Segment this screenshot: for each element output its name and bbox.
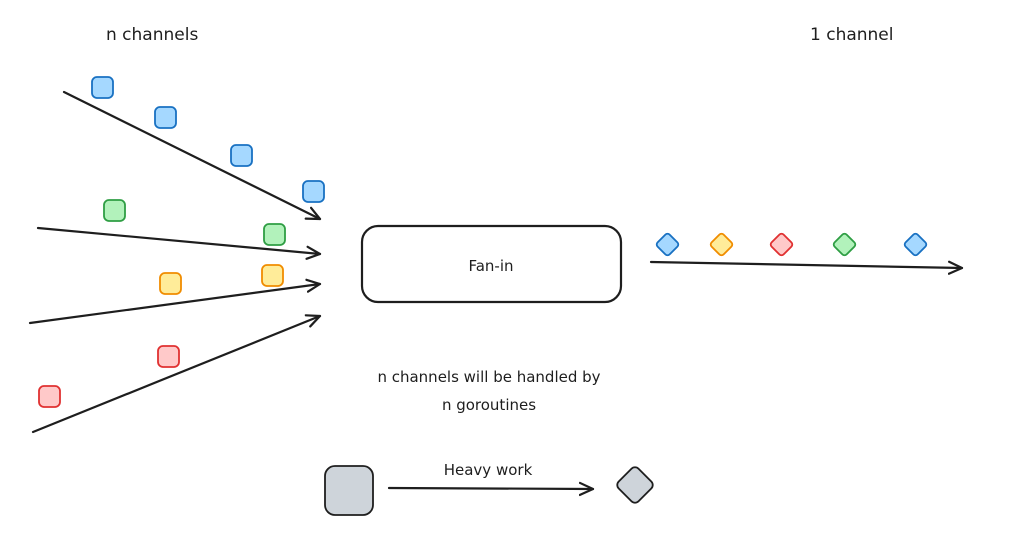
message-diamond-icon xyxy=(832,232,857,257)
message-diamond-icon xyxy=(655,232,680,257)
channel-3-messages xyxy=(159,264,284,295)
note-line-2: n goroutines xyxy=(442,396,536,414)
message-square-icon xyxy=(263,223,286,246)
channel-2-messages xyxy=(103,199,286,246)
input-arrow-channel-1 xyxy=(62,90,322,221)
message-square-icon xyxy=(91,76,114,99)
gray-square-icon xyxy=(324,465,374,516)
output-arrow xyxy=(649,262,964,268)
note-line-1: n channels will be handled by xyxy=(377,368,600,386)
input-arrow-channel-3 xyxy=(28,284,322,325)
message-diamond-icon xyxy=(903,232,928,257)
output-heading: 1 channel xyxy=(810,25,894,45)
message-square-icon xyxy=(157,345,180,368)
message-square-icon xyxy=(154,106,177,129)
fan-in-label: Fan-in xyxy=(468,257,513,275)
message-square-icon xyxy=(103,199,126,222)
legend: Heavy work xyxy=(324,461,654,516)
channel-4-messages xyxy=(38,345,180,408)
message-square-icon xyxy=(38,385,61,408)
legend-label: Heavy work xyxy=(444,461,533,479)
legend-arrow xyxy=(387,488,595,489)
message-diamond-icon xyxy=(709,232,734,257)
message-diamond-icon xyxy=(769,232,794,257)
output-messages xyxy=(655,232,928,257)
fan-in-box xyxy=(360,224,623,304)
gray-diamond-icon xyxy=(616,466,654,504)
message-square-icon xyxy=(261,264,284,287)
input-arrow-channel-4 xyxy=(31,316,322,434)
input-heading: n channels xyxy=(106,25,198,45)
channel-1-messages xyxy=(91,76,325,203)
message-square-icon xyxy=(230,144,253,167)
message-square-icon xyxy=(159,272,182,295)
input-arrow-channel-2 xyxy=(36,226,322,254)
message-square-icon xyxy=(302,180,325,203)
